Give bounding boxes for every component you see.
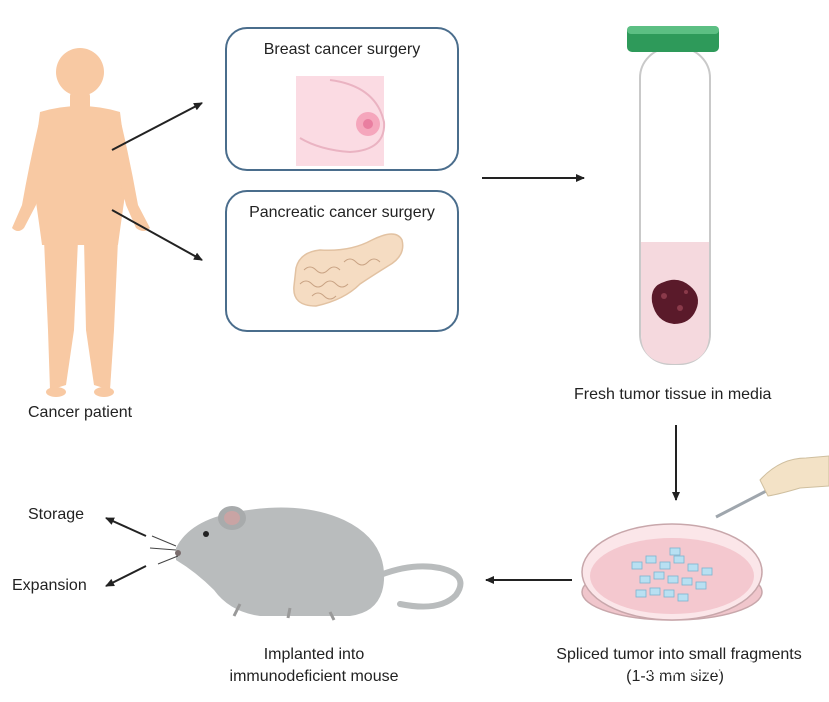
watermark: 知乎 @小张聊科研: [606, 658, 756, 678]
mouse-icon: [149, 506, 464, 621]
human-figure-icon: [12, 48, 150, 397]
tumor-tissue-icon: [651, 279, 698, 324]
storage-label: Storage: [28, 506, 85, 523]
test-tube-icon: [627, 26, 719, 365]
pancreatic-surgery-title: Pancreatic cancer surgery: [249, 204, 435, 221]
scalpel-hand-icon: [715, 455, 829, 519]
mouse-label-line1: Implanted into: [263, 646, 365, 663]
breast-surgery-title: Breast cancer surgery: [263, 41, 421, 58]
arrow-to-breast: [111, 102, 203, 151]
cancer-patient-label: Cancer patient: [28, 404, 133, 421]
breast-surgery-box: Breast cancer surgery: [225, 27, 459, 171]
tube-label: Fresh tumor tissue in media: [574, 386, 772, 403]
arrow-to-expansion: [105, 565, 147, 587]
dish-label-line2: (1-3 mm size): [626, 668, 724, 685]
arrow-to-pancreas: [111, 209, 203, 261]
mouse-label-line2: immunodeficient mouse: [229, 668, 399, 685]
dish-label-line1: Spliced tumor into small fragments: [556, 646, 802, 663]
pancreatic-surgery-box: Pancreatic cancer surgery: [225, 190, 459, 332]
petri-dish-icon: [581, 523, 763, 621]
arrow-to-storage: [105, 517, 147, 537]
expansion-label: Expansion: [12, 577, 87, 594]
tumor-fragments: [631, 547, 713, 602]
